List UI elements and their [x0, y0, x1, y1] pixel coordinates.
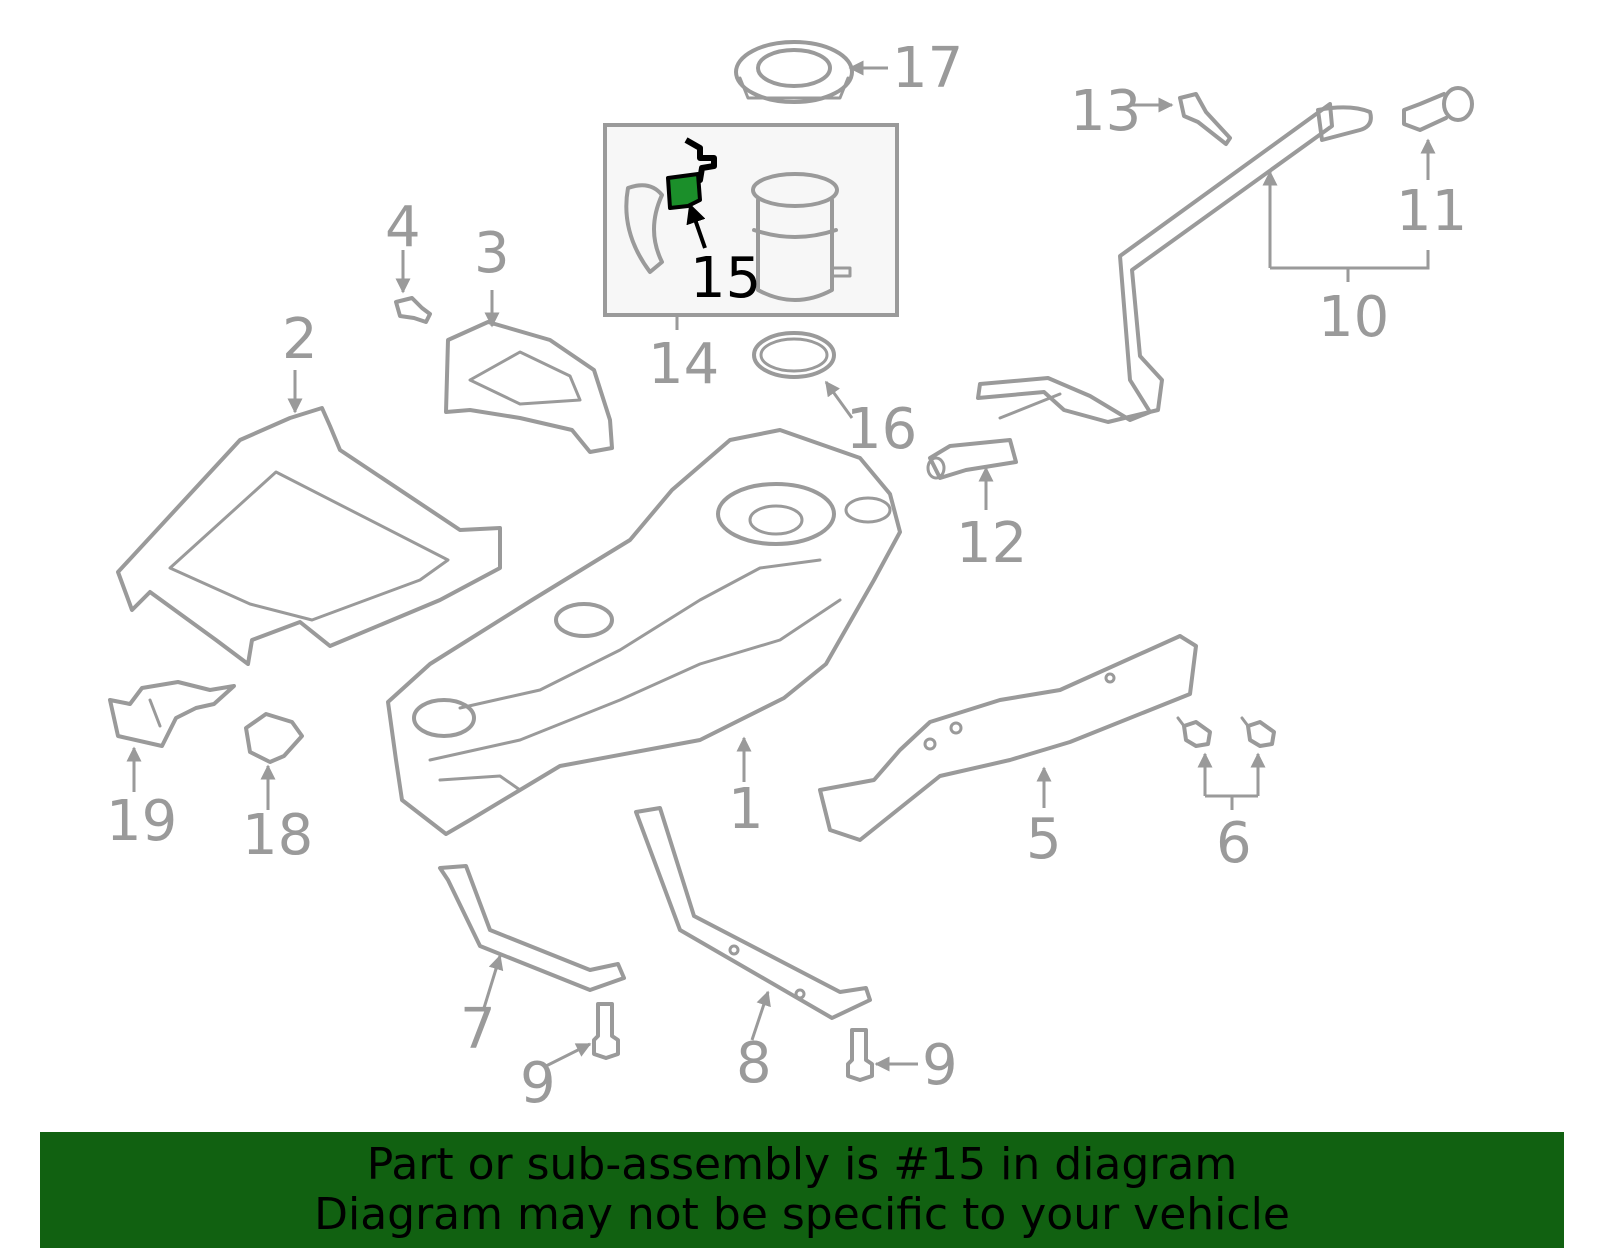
callout-8: 8	[736, 1031, 772, 1096]
callout-18: 18	[242, 803, 313, 868]
part-16-gasket	[752, 331, 836, 379]
part-4-clip	[394, 296, 432, 324]
part-9-bolt-left	[592, 1002, 620, 1060]
callout-9b: 9	[922, 1033, 958, 1098]
part-3-heat-shield	[444, 320, 614, 454]
callout-7: 7	[460, 997, 496, 1062]
callout-4: 4	[385, 195, 421, 260]
callout-3: 3	[474, 221, 510, 286]
part-13-sensor	[1178, 92, 1232, 146]
part-15-fuel-level-sender	[666, 137, 717, 210]
part-1-fuel-tank	[386, 428, 902, 836]
callout-1: 1	[728, 777, 764, 842]
callout-2: 2	[282, 307, 318, 372]
callout-16: 16	[846, 397, 917, 462]
part-19-bracket	[108, 680, 236, 748]
part-17-lock-ring	[734, 40, 854, 104]
banner-line-1: Part or sub-assembly is #15 in diagram	[366, 1139, 1238, 1190]
part-8-strap	[634, 806, 872, 1020]
part-10-filler-pipe	[976, 102, 1373, 424]
callout-6: 6	[1216, 811, 1252, 876]
part-14-fuel-pump-module	[603, 123, 899, 317]
callout-12: 12	[956, 511, 1027, 576]
callout-11: 11	[1396, 179, 1467, 244]
leader-16	[824, 380, 854, 419]
part-9-bolt-right	[846, 1028, 874, 1082]
leader-9a	[545, 1042, 592, 1068]
part-7-strap	[438, 864, 626, 992]
callout-13: 13	[1070, 79, 1141, 144]
part-6-bolts	[1176, 716, 1276, 748]
callout-19: 19	[106, 789, 177, 854]
callout-10: 10	[1318, 285, 1389, 350]
banner-line-2: Diagram may not be specific to your vehi…	[314, 1189, 1290, 1240]
leader-8	[750, 990, 771, 1041]
part-5-bracket	[818, 634, 1198, 842]
callout-15: 15	[690, 246, 761, 311]
callout-14: 14	[648, 332, 719, 397]
part-2-shield-panel	[116, 406, 502, 666]
part-12-hose	[926, 438, 1018, 480]
callout-17: 17	[892, 36, 963, 101]
callout-5: 5	[1026, 807, 1062, 872]
part-11-cap	[1402, 86, 1474, 132]
leader-10b	[1270, 250, 1430, 270]
leader-7	[482, 954, 504, 1009]
callout-9a: 9	[520, 1051, 556, 1116]
leader-15	[686, 203, 707, 249]
part-18-block	[244, 712, 304, 764]
info-banner: Part or sub-assembly is #15 in diagram D…	[40, 1132, 1564, 1248]
